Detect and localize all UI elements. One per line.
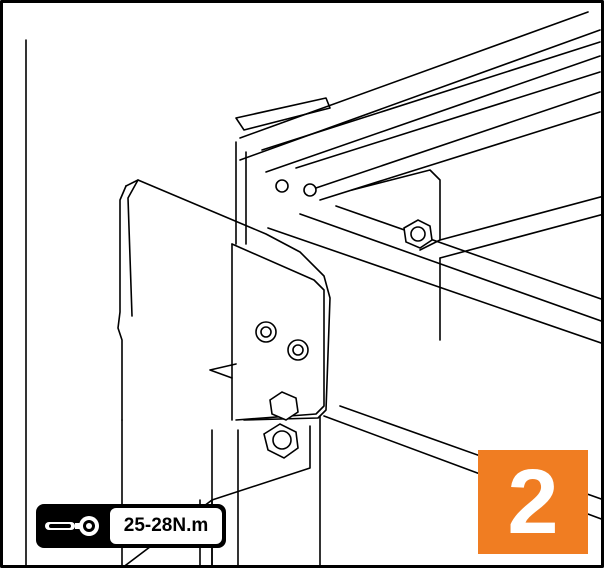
step-number-badge: 2 [478,450,588,554]
torque-value: 25-28N.m [110,508,222,544]
step-number: 2 [507,451,559,553]
torque-wrench-icon [40,508,106,544]
torque-spec-badge: 25-28N.m [36,504,226,548]
